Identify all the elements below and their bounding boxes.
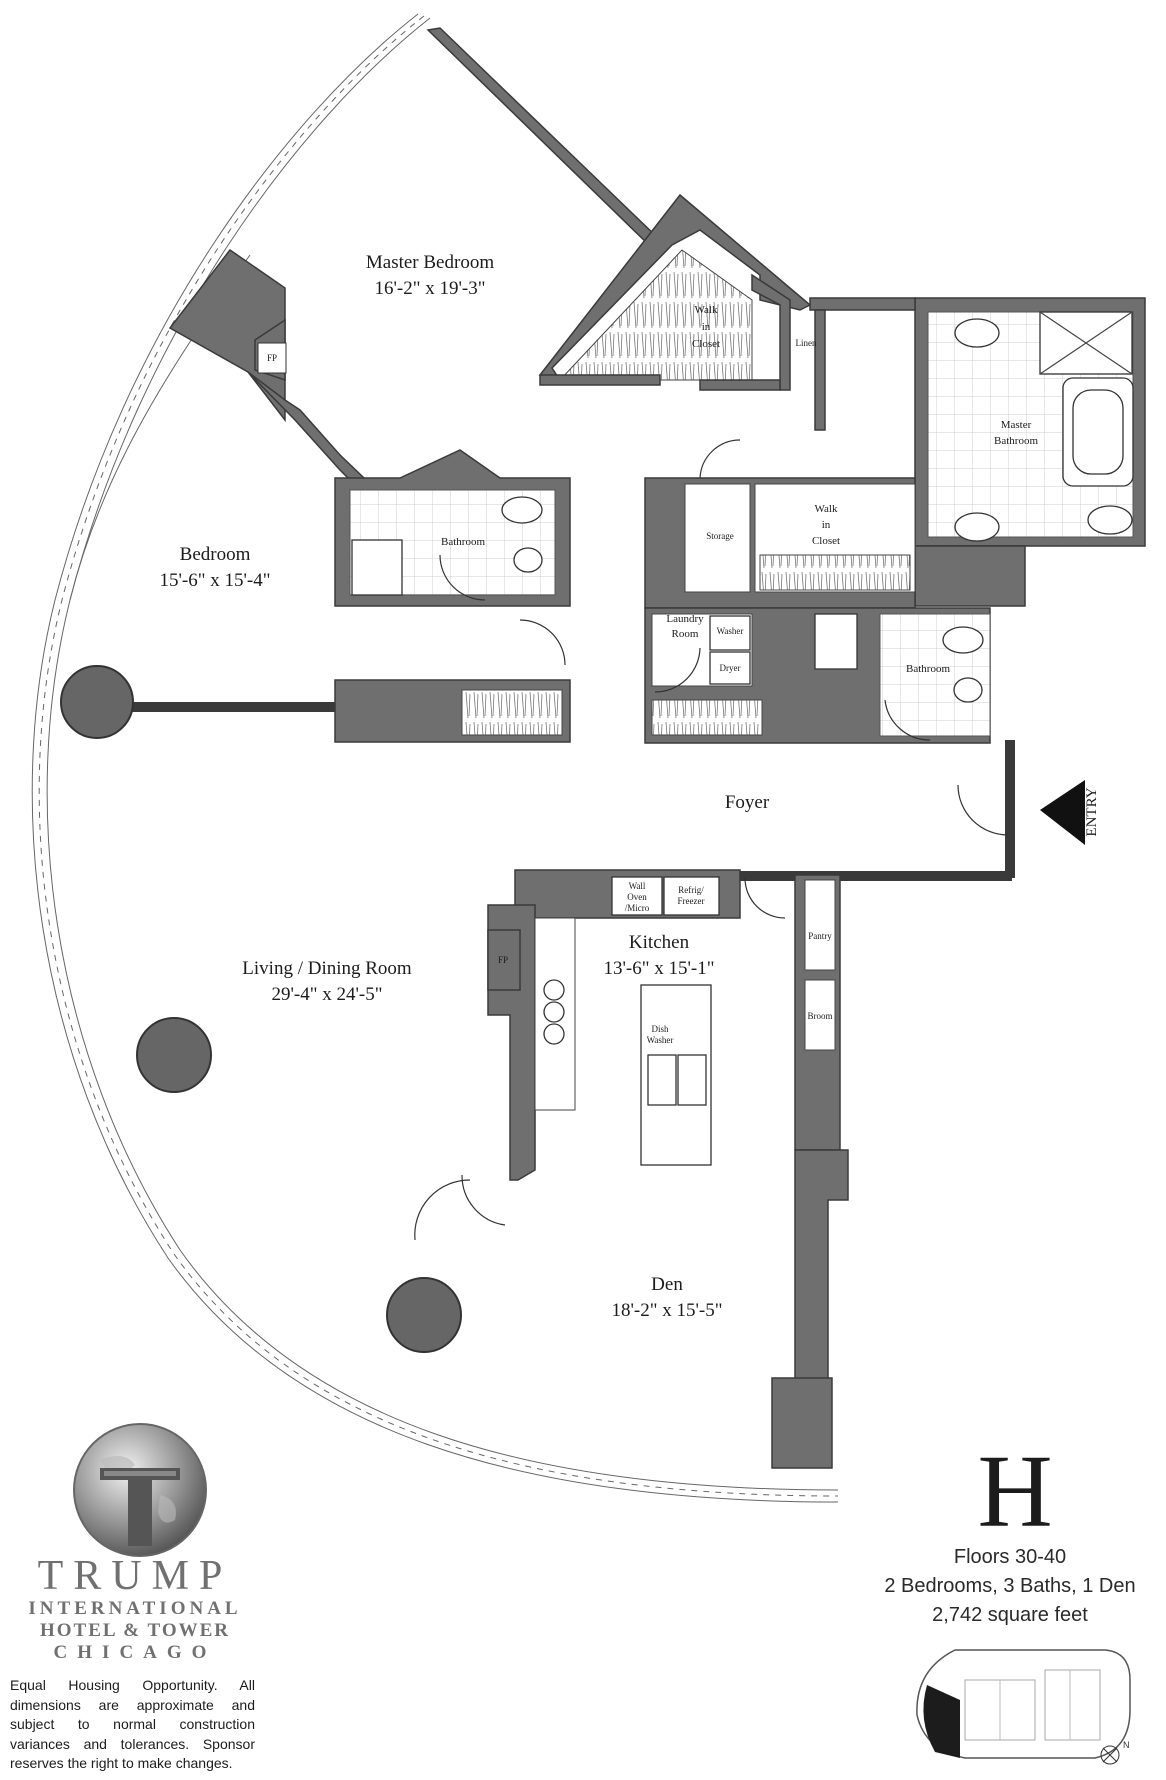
wall-oven-l2: Oven <box>627 892 647 902</box>
foyer-walls <box>515 740 1085 881</box>
refrig-l2: Freezer <box>678 896 705 906</box>
brand-wordmark: TRUMP INTERNATIONAL HOTEL & TOWER CHICAG… <box>10 1554 260 1664</box>
entry-arrow <box>1040 780 1085 845</box>
dryer-label: Dryer <box>720 663 741 673</box>
toilet-master <box>1087 505 1133 535</box>
dish-washer-l1: Dish <box>651 1024 669 1034</box>
refrig-l1: Refrig/ <box>678 885 704 895</box>
storage-closet-block <box>644 439 916 609</box>
entry-label: ENTRY <box>1084 787 1100 836</box>
brand-line-2: INTERNATIONAL <box>28 1598 242 1619</box>
column-2 <box>136 1017 212 1093</box>
unit-floors: Floors 30-40 <box>953 1546 1067 1568</box>
kitchen-dims: 13'-6" x 15'-1" <box>603 958 714 979</box>
master-bathroom-l1: Master <box>1001 419 1032 431</box>
storage-label: Storage <box>706 531 734 541</box>
walk-in-closet-2-l3: Closet <box>812 535 840 547</box>
master-bedroom-dims: 16'-2" x 19'-3" <box>374 278 485 299</box>
pantry-label: Pantry <box>808 931 832 941</box>
brand-line-1: TRUMP <box>37 1553 233 1599</box>
toilet-bedroom <box>501 496 543 524</box>
broom-label: Broom <box>807 1011 832 1021</box>
key-plan-map: N <box>916 1649 1131 1765</box>
trump-globe-logo <box>73 1423 207 1557</box>
fp-bedroom-label: FP <box>267 353 277 363</box>
room-labels: Master Bedroom 16'-2" x 19'-3" Bedroom 1… <box>159 252 1100 1321</box>
bathroom-2-label: Bathroom <box>906 663 950 675</box>
column-3 <box>386 1277 462 1353</box>
laundry-l2: Room <box>672 628 699 640</box>
unit-letter: H <box>977 1434 1053 1549</box>
dish-washer-l2: Washer <box>647 1035 674 1045</box>
bedroom-living-wall <box>60 619 571 743</box>
bedroom-dims: 15'-6" x 15'-4" <box>159 570 270 591</box>
bathroom-1-label: Bathroom <box>441 536 485 548</box>
unit-area: 2,742 square feet <box>932 1604 1088 1626</box>
den-dims: 18'-2" x 15'-5" <box>611 1300 722 1321</box>
bedroom-name: Bedroom <box>180 544 251 565</box>
unit-info: Floors 30-40 2 Bedrooms, 3 Baths, 1 Den … <box>830 1543 1166 1630</box>
brand-line-4: CHICAGO <box>53 1642 217 1663</box>
bedroom-bathroom-area <box>334 449 571 607</box>
linen-label: Linen <box>796 338 817 348</box>
laundry-bathroom-block <box>644 607 991 744</box>
living-dining-dims: 29'-4" x 24'-5" <box>271 984 382 1005</box>
master-bathroom-l2: Bathroom <box>994 435 1038 447</box>
foyer-name: Foyer <box>725 792 770 813</box>
master-bedroom-name: Master Bedroom <box>366 252 494 273</box>
living-dining-name: Living / Dining Room <box>242 958 412 979</box>
master-bedroom-walls <box>168 27 812 532</box>
sink-bedroom <box>513 547 543 573</box>
walk-in-closet-1-l3: Closet <box>692 338 720 350</box>
kitchen-block <box>487 869 841 1181</box>
walk-in-closet-1-l2: in <box>702 321 711 333</box>
kitchen-name: Kitchen <box>629 932 690 953</box>
sink-master-1 <box>954 318 1000 348</box>
brand-line-3: HOTEL & TOWER <box>39 1620 230 1641</box>
fp-living-label: FP <box>498 955 508 965</box>
unit-config: 2 Bedrooms, 3 Baths, 1 Den <box>884 1575 1136 1597</box>
fireplace-living <box>487 929 521 991</box>
wall-oven-l1: Wall <box>629 881 646 891</box>
sink-master-2 <box>954 512 1000 542</box>
walk-in-closet-2-l2: in <box>822 519 831 531</box>
north-label: N <box>1123 1740 1130 1750</box>
column-1 <box>60 665 134 739</box>
shower-bedroom <box>351 539 403 596</box>
walk-in-closet-1-l1: Walk <box>695 304 718 316</box>
master-bathroom-area <box>809 297 1146 607</box>
washer-label: Washer <box>717 626 744 636</box>
den-name: Den <box>651 1274 683 1295</box>
walk-in-closet-2-l1: Walk <box>815 503 838 515</box>
disclaimer-text: Equal Housing Opportunity. All dimension… <box>10 1677 255 1771</box>
wall-oven-l3: /Micro <box>625 903 650 913</box>
den-walls <box>414 1149 849 1469</box>
laundry-l1: Laundry <box>666 613 704 625</box>
